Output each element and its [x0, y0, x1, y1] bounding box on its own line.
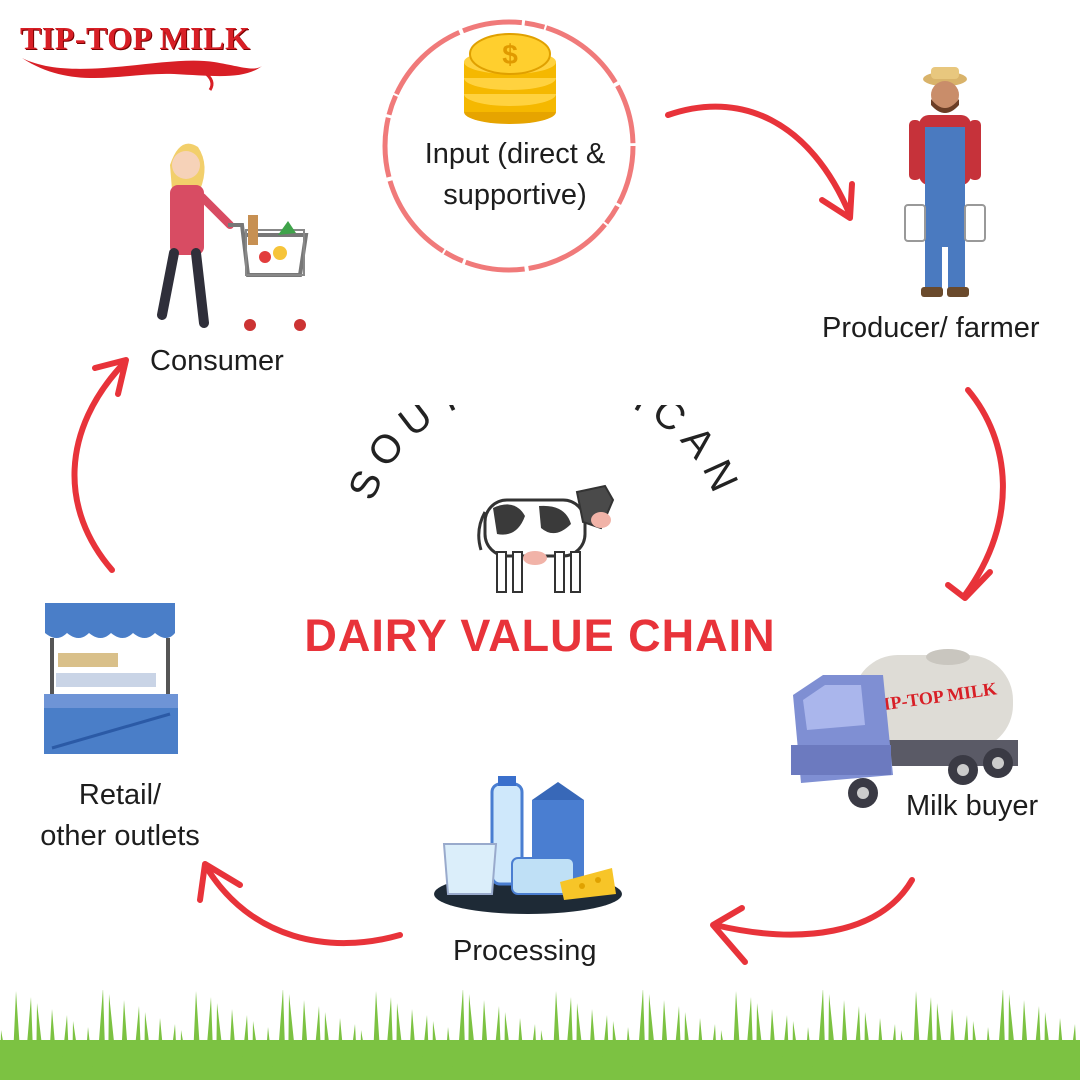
consumer-label: Consumer: [150, 345, 284, 377]
coin-stack-icon: $: [464, 33, 556, 124]
retail-label: Retail/ other outlets: [30, 775, 210, 856]
brand-logo: TIP-TOP MILK: [14, 14, 274, 94]
arrow-retail-to-consumer: [71, 359, 128, 573]
grass-strip: [0, 990, 1080, 1080]
arrowhead-buyer: [945, 569, 993, 601]
center-title-arc: SOUTH AFRICAN: [340, 405, 740, 506]
arrowhead-retail: [197, 861, 243, 903]
buyer-label: Milk buyer: [906, 790, 1039, 822]
farmer-icon: [904, 67, 986, 297]
producer-label: Producer/ farmer: [822, 312, 1040, 344]
arrow-processing-to-retail: [202, 862, 403, 947]
retail-label-line1: Retail/: [78, 779, 162, 811]
svg-text:$: $: [502, 39, 518, 70]
arrowhead-producer: [819, 181, 855, 221]
main-title: DAIRY VALUE CHAIN: [304, 610, 776, 661]
input-label-line1: Input (direct &: [424, 138, 606, 170]
arrowhead-processing: [710, 905, 748, 965]
arrow-input-to-producer: [665, 103, 853, 218]
arrow-producer-to-buyer: [962, 387, 1006, 598]
retail-label-line2: other outlets: [40, 819, 200, 852]
logo-swoosh-icon: [22, 58, 262, 91]
dairy-products-icon: [434, 776, 622, 914]
cow-icon: [477, 484, 615, 593]
arrow-buyer-to-processing: [712, 877, 915, 938]
market-stall-icon: [44, 603, 178, 754]
arrowhead-consumer: [92, 357, 129, 397]
processing-label: Processing: [453, 935, 597, 967]
input-label: Input (direct & supportive): [400, 134, 630, 215]
input-circle: [382, 19, 636, 273]
logo-text: TIP-TOP MILK: [20, 20, 251, 56]
input-label-line2: supportive): [443, 178, 587, 211]
shopper-with-cart-icon: [157, 143, 309, 331]
milk-tanker-truck-icon: TIP-TOP MILK: [791, 649, 1018, 808]
